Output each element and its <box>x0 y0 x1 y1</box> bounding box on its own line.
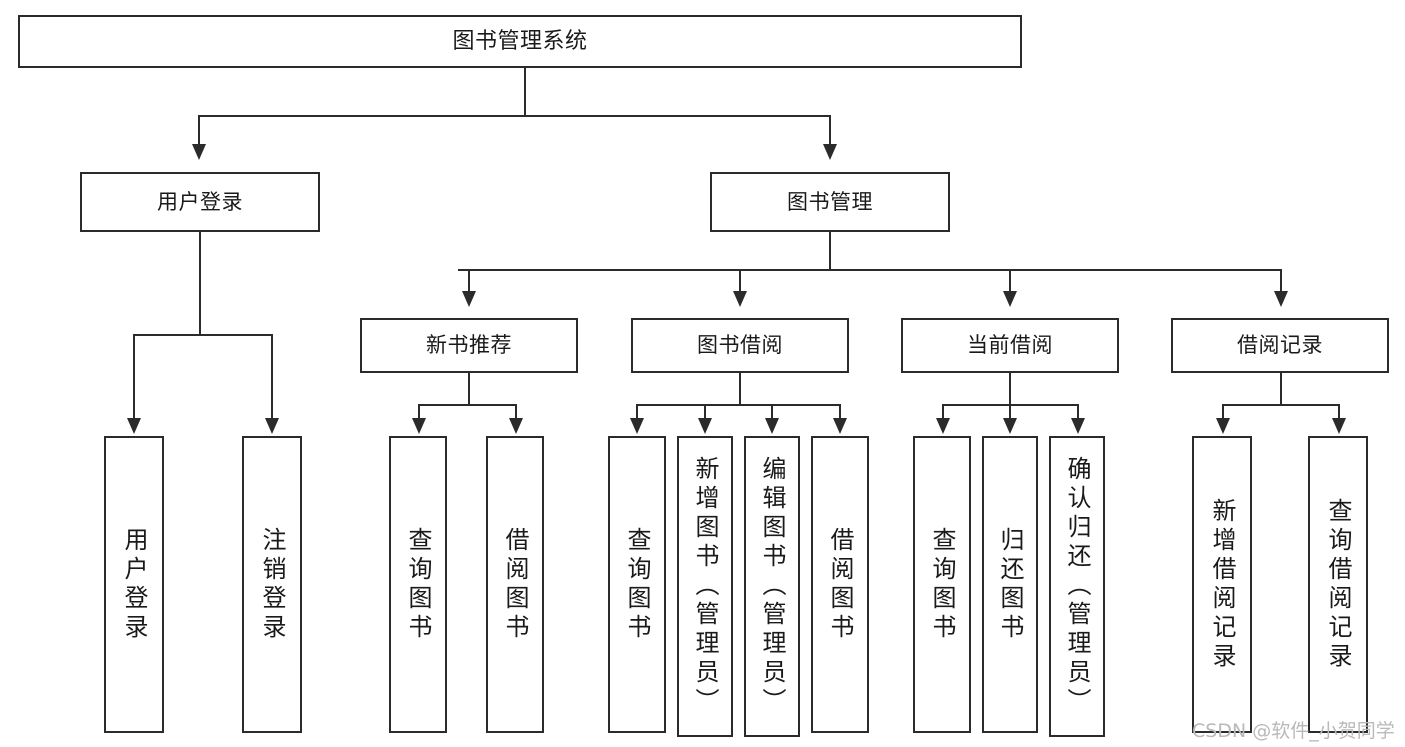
node-root-book-management-system[interactable]: 图书管理系统 <box>18 15 1022 68</box>
arrowhead-book-management <box>823 144 837 160</box>
node-user-login[interactable]: 用户登录 <box>80 172 320 232</box>
connector-level2-drop-borrow-record <box>1280 269 1282 293</box>
node-label: 归还图书 <box>996 526 1024 643</box>
node-label: 编辑图书（管理员） <box>758 456 786 717</box>
node-label: 确认归还（管理员） <box>1063 456 1091 717</box>
connector-level2-bar <box>458 269 1282 271</box>
arrowhead-leaf-borrow-book-1 <box>509 418 523 434</box>
connector-current-borrow-drop-3 <box>1077 404 1079 420</box>
connector-user-login-drop-1 <box>133 334 135 420</box>
connector-borrow-record-stem <box>1280 373 1282 406</box>
node-label: 查询图书 <box>928 526 956 643</box>
leaf-query-book-current[interactable]: 查询图书 <box>913 436 971 733</box>
leaf-logout[interactable]: 注销登录 <box>242 436 302 733</box>
node-label: 借阅图书 <box>501 526 529 643</box>
node-label: 图书管理系统 <box>452 28 588 54</box>
node-label: 查询借阅记录 <box>1324 497 1352 672</box>
leaf-query-book-borrow[interactable]: 查询图书 <box>608 436 666 733</box>
arrowhead-leaf-query-book-3 <box>936 418 950 434</box>
connector-borrow-record-drop-2 <box>1338 404 1340 420</box>
node-label: 借阅图书 <box>826 526 854 643</box>
connector-new-book-drop-1 <box>418 404 420 420</box>
leaf-borrow-book-recommend[interactable]: 借阅图书 <box>486 436 544 733</box>
connector-new-book-bar <box>418 404 516 406</box>
node-label: 新书推荐 <box>426 333 512 358</box>
leaf-confirm-return-admin[interactable]: 确认归还（管理员） <box>1049 436 1105 737</box>
connector-book-borrow-bar <box>636 404 841 406</box>
arrowhead-leaf-confirm-return <box>1071 418 1085 434</box>
arrowhead-leaf-logout <box>265 418 279 434</box>
connector-level2-drop-book-borrow <box>739 269 741 293</box>
arrowhead-leaf-query-book-2 <box>630 418 644 434</box>
arrowhead-leaf-return-book <box>1003 418 1017 434</box>
arrowhead-book-borrow <box>733 291 747 307</box>
connector-book-borrow-stem <box>739 373 741 406</box>
connector-new-book-drop-2 <box>515 404 517 420</box>
connector-user-login-drop-2 <box>271 334 273 420</box>
node-label: 新增图书（管理员） <box>691 456 719 717</box>
connector-current-borrow-drop-1 <box>942 404 944 420</box>
arrowhead-leaf-query-record <box>1332 418 1346 434</box>
arrowhead-current-borrow <box>1003 291 1017 307</box>
node-borrow-record[interactable]: 借阅记录 <box>1171 318 1389 373</box>
leaf-return-book[interactable]: 归还图书 <box>982 436 1038 733</box>
connector-book-borrow-drop-1 <box>636 404 638 420</box>
connector-user-login-bar <box>133 334 272 336</box>
connector-level1-drop-user-login <box>198 115 200 147</box>
connector-current-borrow-stem <box>1009 373 1011 406</box>
connector-book-borrow-drop-4 <box>839 404 841 420</box>
node-label: 用户登录 <box>120 526 148 643</box>
node-label: 注销登录 <box>258 526 286 643</box>
leaf-add-borrow-record[interactable]: 新增借阅记录 <box>1192 436 1252 733</box>
node-current-borrow[interactable]: 当前借阅 <box>901 318 1119 373</box>
leaf-query-book-recommend[interactable]: 查询图书 <box>389 436 447 733</box>
node-book-management[interactable]: 图书管理 <box>710 172 950 232</box>
arrowhead-leaf-borrow-book-2 <box>833 418 847 434</box>
node-new-book-recommend[interactable]: 新书推荐 <box>360 318 578 373</box>
node-label: 图书管理 <box>787 189 873 214</box>
connector-root-stem <box>524 68 526 115</box>
connector-level2-drop-current-borrow <box>1009 269 1011 293</box>
arrowhead-leaf-add-record <box>1216 418 1230 434</box>
arrowhead-borrow-record <box>1274 291 1288 307</box>
leaf-add-book-admin[interactable]: 新增图书（管理员） <box>677 436 733 737</box>
connector-current-borrow-drop-2 <box>1009 404 1011 420</box>
connector-borrow-record-drop-1 <box>1222 404 1224 420</box>
connector-new-book-stem <box>468 373 470 406</box>
arrowhead-leaf-query-book-1 <box>412 418 426 434</box>
connector-level1-bar <box>198 115 830 117</box>
node-label: 查询图书 <box>404 526 432 643</box>
leaf-borrow-book-borrow[interactable]: 借阅图书 <box>811 436 869 733</box>
connector-level1-drop-book-management <box>829 115 831 147</box>
leaf-user-login[interactable]: 用户登录 <box>104 436 164 733</box>
arrowhead-new-book-recommend <box>462 291 476 307</box>
arrowhead-leaf-user-login <box>127 418 141 434</box>
connector-level2-drop-new-book <box>468 269 470 293</box>
node-label: 借阅记录 <box>1237 333 1323 358</box>
leaf-query-borrow-record[interactable]: 查询借阅记录 <box>1308 436 1368 733</box>
leaf-edit-book-admin[interactable]: 编辑图书（管理员） <box>744 436 800 737</box>
node-label: 新增借阅记录 <box>1208 497 1236 672</box>
node-book-borrow[interactable]: 图书借阅 <box>631 318 849 373</box>
node-label: 用户登录 <box>157 189 243 214</box>
arrowhead-user-login <box>192 144 206 160</box>
connector-borrow-record-bar <box>1222 404 1339 406</box>
node-label: 图书借阅 <box>697 333 783 358</box>
node-label: 当前借阅 <box>967 333 1053 358</box>
connector-book-borrow-drop-2 <box>704 404 706 420</box>
connector-book-management-stem <box>829 232 831 271</box>
csdn-watermark: CSDN @软件_小贺同学 <box>1192 720 1395 742</box>
connector-book-borrow-drop-3 <box>771 404 773 420</box>
connector-user-login-stem <box>199 232 201 335</box>
arrowhead-leaf-add-book <box>698 418 712 434</box>
node-label: 查询图书 <box>623 526 651 643</box>
arrowhead-leaf-edit-book <box>765 418 779 434</box>
